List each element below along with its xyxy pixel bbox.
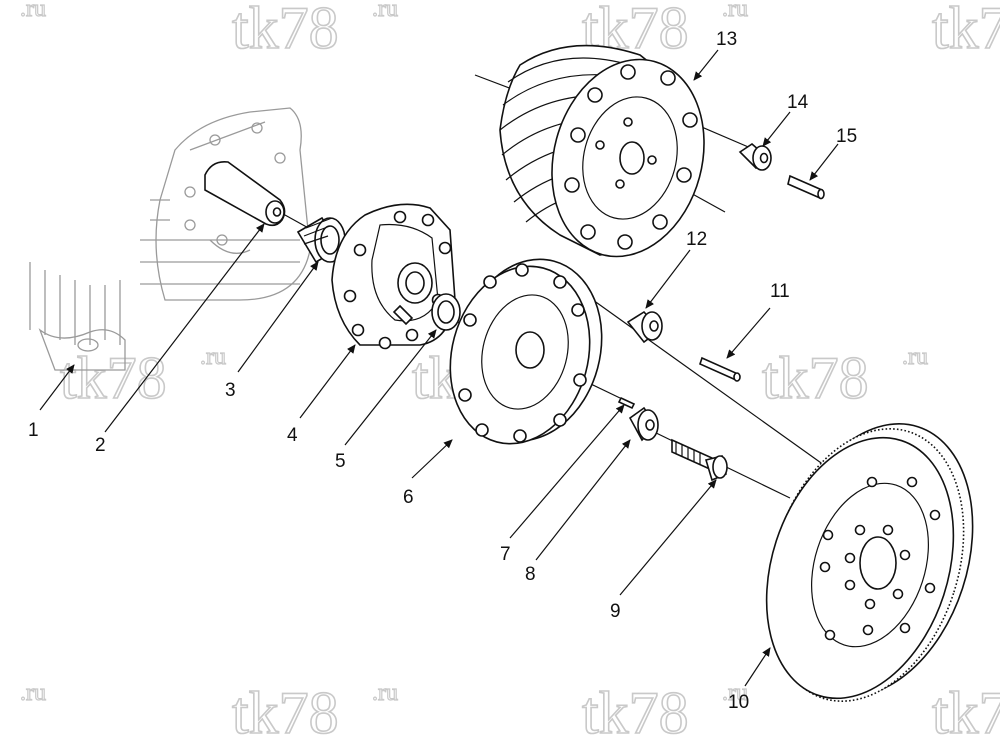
leader-10 [744,647,771,687]
flywheel [765,423,974,702]
svg-text:tk78: tk78 [232,680,339,735]
callout-4: 4 [287,425,298,446]
spacer-ring [431,293,461,331]
watermark-bottom-center: tk78 .ru [231,679,398,735]
svg-text:.ru: .ru [20,680,46,706]
svg-text:.ru: .ru [372,680,398,706]
leader-1 [39,364,75,411]
leader-9 [619,479,717,596]
svg-text:.ru: .ru [372,0,398,22]
key-pin [617,396,636,410]
callout-2: 2 [95,435,106,456]
leader-5 [344,329,437,446]
callout-8: 8 [525,564,536,585]
watermark-mid-right: tk78 .ru [761,343,928,411]
callout-9: 9 [610,601,621,622]
bushing [626,310,663,344]
callout-leaders [39,49,839,687]
svg-text:tk78: tk78 [932,0,1000,61]
svg-text:tk78: tk78 [232,0,339,61]
leader-14 [762,111,791,147]
callout-13: 13 [716,29,737,50]
callout-labels: 1 2 3 4 5 6 7 8 9 10 11 12 13 14 15 [28,29,857,713]
dowel-pin [699,356,741,382]
svg-text:tk78: tk78 [582,680,689,735]
leader-15 [809,143,839,181]
leader-11 [726,307,771,359]
svg-text:tk78: tk78 [60,345,167,411]
callout-11: 11 [770,281,790,302]
watermark-top-left: .ru [19,0,46,23]
sleeve [738,142,772,171]
washer [628,406,659,442]
callout-14: 14 [787,92,809,113]
watermark-mid-left: tk78 .ru [59,343,226,411]
leader-7 [509,404,625,539]
svg-text:.ru: .ru [722,680,748,706]
front-cover-plate [331,203,456,350]
leader-2 [104,223,265,433]
watermark-top-far-right: tk78 [931,0,1000,62]
watermark-bottom-left: .ru [19,679,46,706]
leader-8 [535,439,631,561]
callout-15: 15 [836,126,857,147]
svg-text:tk78: tk78 [762,345,869,411]
leader-13 [693,49,719,81]
leader-4 [299,344,356,419]
crankshaft-nose [204,160,286,227]
watermark-top-right: tk78 .ru [581,0,748,62]
svg-text:.ru: .ru [722,0,748,22]
small-pin [787,174,825,200]
hub-disc [449,258,603,445]
watermark-bottom-right: tk78 .ru [581,679,748,735]
svg-text:.ru: .ru [902,344,928,370]
leader-6 [411,439,453,479]
callout-12: 12 [686,229,707,250]
callout-10: 10 [728,692,749,713]
callout-1: 1 [28,420,39,441]
leader-12 [645,249,691,309]
callout-7: 7 [500,544,511,565]
v-belt-pulley [499,44,705,258]
callout-3: 3 [225,380,236,401]
svg-text:.ru: .ru [200,344,226,370]
watermark-top-center: tk78 .ru [231,0,398,62]
callout-6: 6 [403,487,414,508]
svg-text:.ru: .ru [20,0,46,22]
engine-block [29,107,311,371]
leader-3 [237,261,319,373]
watermark-bottom-far-right: tk78 [931,679,1000,735]
callout-5: 5 [335,451,346,472]
svg-text:tk78: tk78 [932,680,1000,735]
bolt [671,438,728,482]
